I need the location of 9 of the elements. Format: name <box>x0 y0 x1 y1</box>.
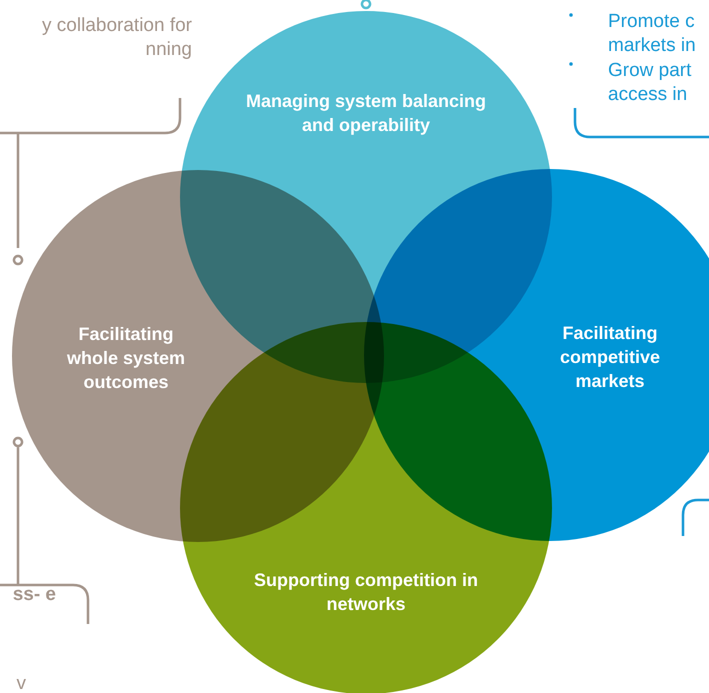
circle-label: Facilitating whole system outcomes <box>66 323 186 394</box>
circle-label: Supporting competition in networks <box>253 569 479 616</box>
text-fragment: Promote c markets in <box>608 10 697 58</box>
text-fragment: v <box>16 672 26 693</box>
text-fragment: ss- e <box>12 583 56 607</box>
text-fragment: Grow part access in <box>608 59 692 107</box>
circle-label: Managing system balancing and operability <box>244 90 488 137</box>
circle-label: Facilitating competitive markets <box>558 322 662 393</box>
text-fragment: y collaboration for nning <box>41 14 192 62</box>
